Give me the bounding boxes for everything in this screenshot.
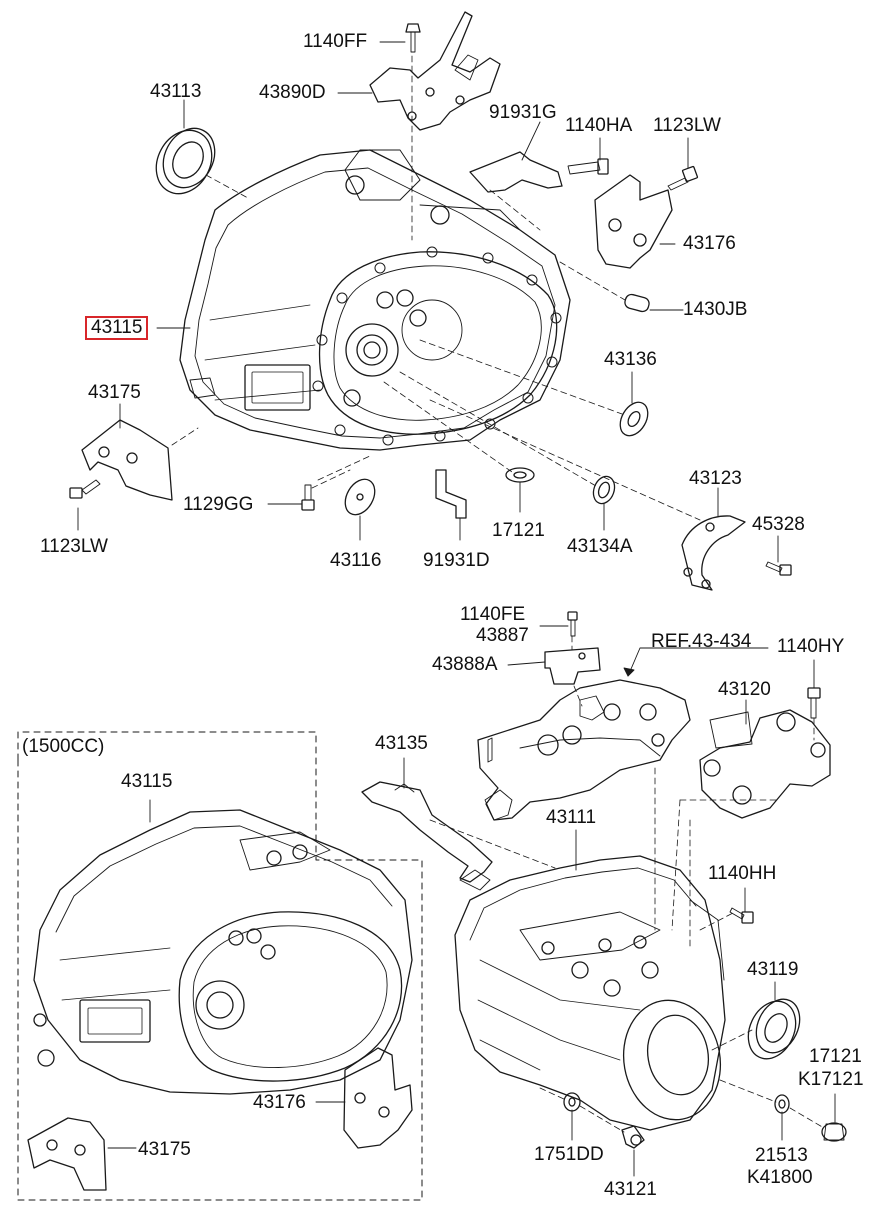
mount-43120 <box>699 709 831 819</box>
dashed-lines-bottom <box>429 819 825 1133</box>
shim-43136 <box>619 401 649 437</box>
bracket-91931d <box>435 469 467 519</box>
bracket-43176-top <box>594 174 673 269</box>
bolt-1123lw-left <box>69 479 101 499</box>
part-label-21513[interactable]: 21513 <box>755 1145 808 1166</box>
bracket-43175-top <box>81 419 173 501</box>
part-label-43175-bottom[interactable]: 43175 <box>138 1139 191 1160</box>
bracket-91931g <box>469 151 563 193</box>
part-label-1129gg[interactable]: 1129GG <box>183 494 254 515</box>
part-label-1751dd[interactable]: 1751DD <box>534 1144 604 1165</box>
part-label-43115-bottom[interactable]: 43115 <box>121 771 173 792</box>
part-label-17121-mid[interactable]: 17121 <box>492 520 545 541</box>
part-label-43176-bottom[interactable]: 43176 <box>253 1092 306 1113</box>
part-label-43136[interactable]: 43136 <box>604 349 657 370</box>
bolt-1140hh <box>729 907 754 924</box>
part-label-43113[interactable]: 43113 <box>150 81 202 102</box>
washer-21513 <box>774 1094 790 1114</box>
plate-43123 <box>681 515 746 591</box>
part-label-43111[interactable]: 43111 <box>546 807 597 828</box>
part-label-43116[interactable]: 43116 <box>330 550 382 571</box>
washer-1751dd <box>563 1092 581 1112</box>
part-label-43115-highlighted[interactable]: 43115 <box>85 316 149 340</box>
part-label-k17121[interactable]: K17121 <box>798 1069 864 1090</box>
part-label-91931d[interactable]: 91931D <box>423 550 490 571</box>
seal-17121-mid <box>505 467 535 483</box>
part-label-1140hh[interactable]: 1140HH <box>708 863 777 884</box>
variant-box-1500cc <box>17 731 423 1201</box>
transaxle-case-1500cc <box>33 809 413 1095</box>
shift-control-assembly <box>477 679 691 821</box>
bolt-1123lw-top <box>667 165 699 191</box>
part-label-43123[interactable]: 43123 <box>689 468 742 489</box>
part-label-91931g[interactable]: 91931G <box>489 102 557 123</box>
bolt-45328 <box>765 561 792 576</box>
bracket-43175-bottom <box>27 1117 107 1191</box>
part-label-43119[interactable]: 43119 <box>747 959 799 980</box>
transaxle-case-top <box>179 149 571 451</box>
part-label-43887[interactable]: 43887 <box>476 625 529 646</box>
bolt-1140ff <box>405 23 421 53</box>
part-label-1140ff[interactable]: 1140FF <box>303 31 368 52</box>
bolt-1140fe <box>567 611 578 637</box>
bolt-1140ha <box>567 158 609 175</box>
dashed-lines-mid <box>571 635 815 951</box>
part-label-k41800[interactable]: K41800 <box>747 1167 813 1188</box>
part-label-1430jb[interactable]: 1430JB <box>683 299 748 320</box>
leader-lines-1500cc <box>107 799 346 1149</box>
leader-lines-bottom <box>403 757 836 1177</box>
leader-lines-top <box>77 41 779 563</box>
seal-43134a <box>592 475 616 505</box>
part-label-1123lw-top[interactable]: 1123LW <box>653 115 721 136</box>
leader-lines-mid <box>507 625 815 725</box>
part-label-43134a[interactable]: 43134A <box>567 536 633 557</box>
bolt-1140hy <box>807 687 821 719</box>
part-label-ref-43-434[interactable]: REF.43-434 <box>651 631 752 652</box>
plate-43116 <box>344 478 376 516</box>
part-label-45328[interactable]: 45328 <box>752 514 805 535</box>
part-label-1123lw-left[interactable]: 1123LW <box>40 536 108 557</box>
bolt-1129gg <box>301 484 315 511</box>
bracket-43176-bottom <box>343 1047 413 1149</box>
plug-17121-bottom <box>821 1122 847 1142</box>
part-label-43135[interactable]: 43135 <box>375 733 428 754</box>
part-label-43888a[interactable]: 43888A <box>432 654 498 675</box>
plug-43121 <box>621 1125 645 1149</box>
variant-label-1500cc: (1500CC) <box>22 736 105 757</box>
transaxle-case-43111 <box>454 855 726 1131</box>
part-label-1140hy[interactable]: 1140HY <box>777 636 845 657</box>
bracket-43888a <box>544 647 601 685</box>
dowel-1430jb <box>624 293 650 313</box>
part-label-43890d[interactable]: 43890D <box>259 82 326 103</box>
dashed-lines-top <box>171 55 701 521</box>
part-label-43176-top[interactable]: 43176 <box>683 233 736 254</box>
guide-43135 <box>361 781 493 883</box>
seal-43119 <box>747 998 801 1060</box>
part-label-43120[interactable]: 43120 <box>718 679 771 700</box>
seal-43113 <box>155 127 216 195</box>
part-label-17121-bottom[interactable]: 17121 <box>809 1046 862 1067</box>
part-label-1140fe[interactable]: 1140FE <box>460 604 526 625</box>
part-label-43175-top[interactable]: 43175 <box>88 382 141 403</box>
part-label-43121[interactable]: 43121 <box>604 1179 657 1200</box>
part-label-1140ha[interactable]: 1140HA <box>565 115 633 136</box>
bracket-43890d <box>369 11 501 131</box>
